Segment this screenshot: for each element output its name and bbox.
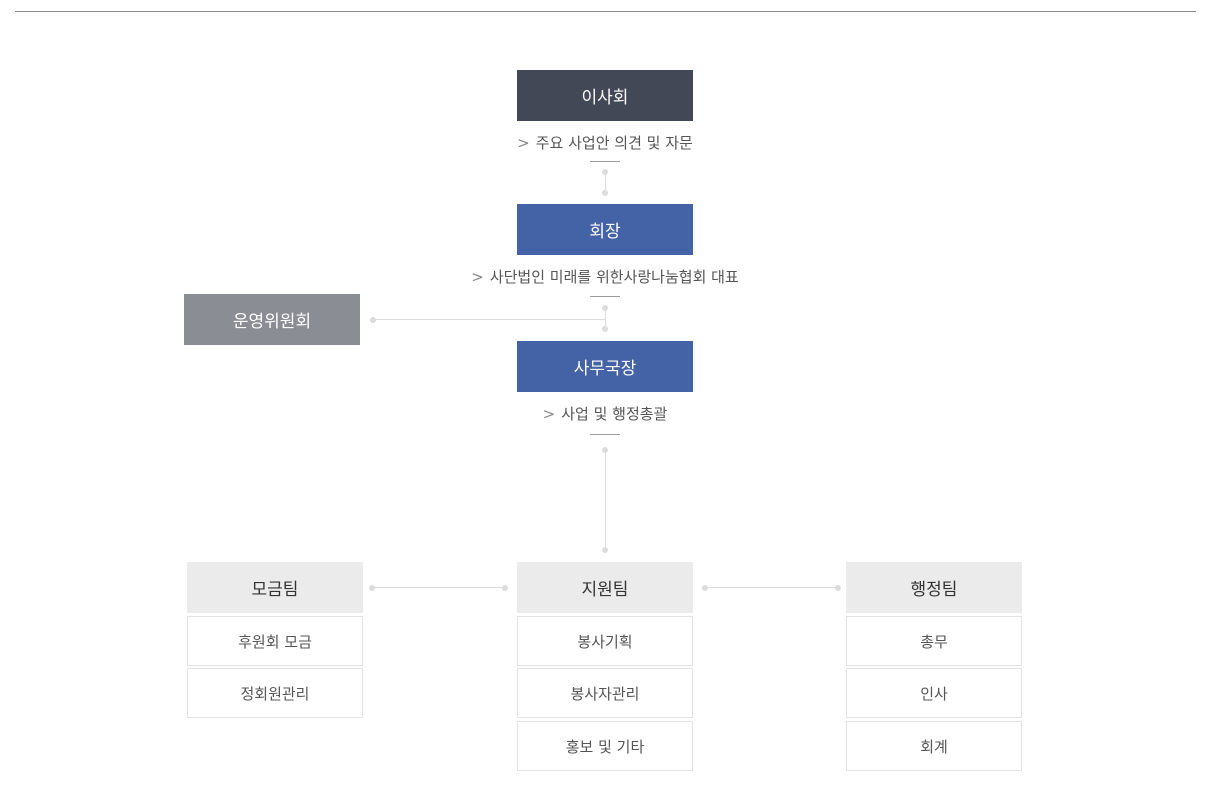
task-item: 후원회 모금	[187, 616, 363, 666]
task-item: 회계	[846, 721, 1022, 771]
task-label: 총무	[920, 632, 948, 651]
secretary-description: > 사업 및 행정총괄	[455, 403, 755, 424]
team-title: 행정팀	[910, 580, 958, 600]
task-label: 홍보 및 기타	[565, 737, 645, 756]
team-title: 모금팀	[251, 580, 299, 600]
connector-board-chairman	[605, 172, 606, 193]
connector-support-admin	[705, 587, 838, 588]
connector-dot	[602, 305, 608, 311]
team-admin-header: 행정팀	[846, 562, 1022, 613]
task-label: 후원회 모금	[238, 632, 312, 651]
secretary-desc-text: 사업 및 행정총괄	[561, 405, 668, 423]
connector-secretary-teams	[605, 450, 606, 550]
board-desc-text: 주요 사업안 의견 및 자문	[535, 134, 693, 152]
connector-dot	[702, 585, 708, 591]
board-box: 이사회	[517, 70, 693, 121]
task-label: 정회원관리	[240, 684, 310, 703]
team-fundraising-header: 모금팀	[187, 562, 363, 613]
chairman-title: 회장	[589, 222, 621, 242]
connector-dot	[602, 547, 608, 553]
connector-dot	[370, 317, 376, 323]
chevron-right-icon: >	[517, 134, 530, 152]
committee-title: 운영위원회	[232, 312, 312, 332]
chairman-desc-text: 사단법인 미래를 위한사랑나눔협회 대표	[489, 268, 739, 286]
board-desc-underline	[590, 161, 620, 162]
task-item: 총무	[846, 616, 1022, 666]
connector-dot	[369, 585, 375, 591]
connector-chairman-secretary	[605, 308, 606, 329]
secretary-desc-underline	[590, 434, 620, 435]
board-title: 이사회	[581, 88, 629, 108]
task-item: 홍보 및 기타	[517, 721, 693, 771]
connector-dot	[602, 169, 608, 175]
connector-committee	[373, 319, 605, 320]
connector-dot	[602, 447, 608, 453]
task-item: 인사	[846, 668, 1022, 718]
connector-dot	[602, 190, 608, 196]
task-item: 봉사자관리	[517, 668, 693, 718]
task-label: 인사	[920, 684, 948, 703]
connector-dot	[835, 585, 841, 591]
task-label: 봉사자관리	[570, 684, 640, 703]
top-divider	[15, 11, 1196, 12]
secretary-title: 사무국장	[573, 359, 637, 379]
team-support-header: 지원팀	[517, 562, 693, 613]
task-label: 봉사기획	[577, 632, 633, 651]
secretary-box: 사무국장	[517, 341, 693, 392]
chevron-right-icon: >	[542, 405, 556, 423]
team-title: 지원팀	[581, 580, 629, 600]
connector-dot	[502, 585, 508, 591]
task-item: 봉사기획	[517, 616, 693, 666]
task-label: 회계	[920, 737, 948, 756]
chairman-desc-underline	[590, 296, 620, 297]
chairman-box: 회장	[517, 204, 693, 255]
board-description: > 주요 사업안 의견 및 자문	[455, 132, 755, 153]
connector-fundraising-support	[372, 587, 505, 588]
chevron-right-icon: >	[471, 268, 484, 286]
task-item: 정회원관리	[187, 668, 363, 718]
chairman-description: > 사단법인 미래를 위한사랑나눔협회 대표	[405, 266, 805, 287]
committee-box: 운영위원회	[184, 294, 360, 345]
connector-dot	[602, 326, 608, 332]
